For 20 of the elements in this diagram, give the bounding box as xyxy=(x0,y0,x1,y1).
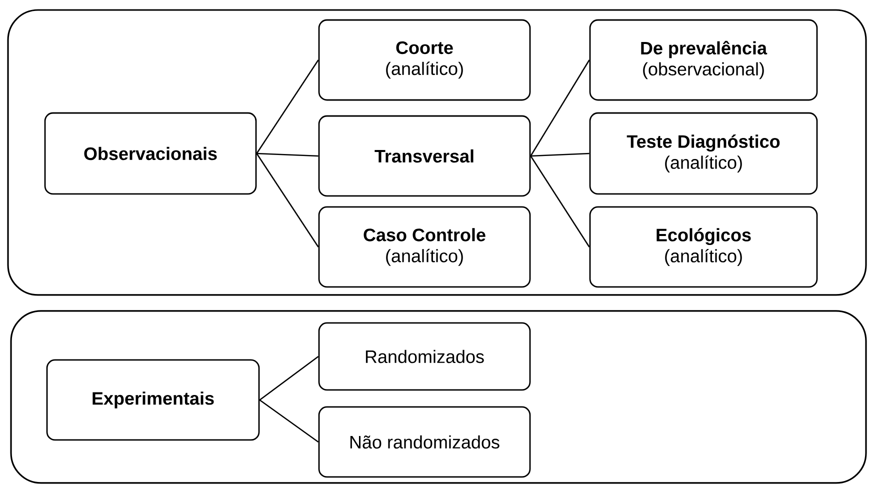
category-box: Ecológicos (analítico) xyxy=(589,206,818,288)
group-panel xyxy=(10,310,867,484)
category-box: Transversal xyxy=(318,115,531,197)
category-box: Coorte (analítico) xyxy=(318,19,531,101)
connector-line xyxy=(259,356,319,400)
connector-line xyxy=(256,60,319,154)
connector-line xyxy=(530,60,590,156)
connector-line xyxy=(259,399,319,443)
category-box: Randomizados xyxy=(318,322,531,391)
category-box: De prevalência (observacional) xyxy=(589,19,818,101)
connector-line xyxy=(530,156,590,248)
category-box: Não randomizados xyxy=(318,406,531,478)
category-box: Teste Diagnóstico (analítico) xyxy=(589,112,818,195)
connector-line xyxy=(256,152,318,157)
group-panel xyxy=(7,9,867,296)
category-box: Caso Controle (analítico) xyxy=(318,206,531,288)
category-box: Experimentais xyxy=(46,359,260,441)
category-box: Observacionais xyxy=(44,112,257,195)
connector-line xyxy=(530,152,590,157)
connector-line xyxy=(256,153,319,248)
